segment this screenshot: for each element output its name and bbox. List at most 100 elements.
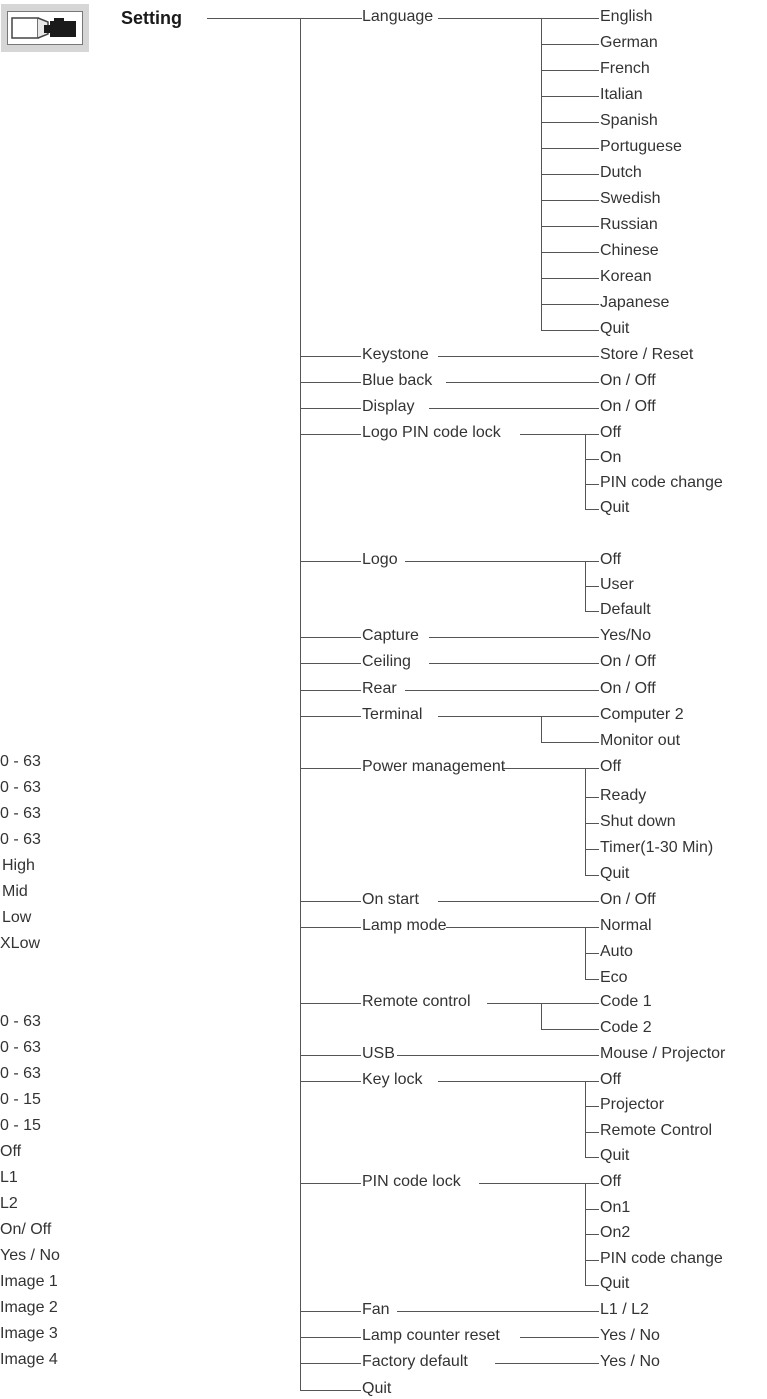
menu-item-pin-code-lock-option-off[interactable]: Off (600, 1173, 622, 1190)
left-column-value: 0 - 63 (0, 831, 41, 848)
menu-item-on-start-connector (300, 901, 361, 902)
menu-item-terminal-option-computer-2[interactable]: Computer 2 (600, 706, 684, 723)
menu-item-rear[interactable]: Rear (362, 680, 397, 697)
menu-item-on-start[interactable]: On start (362, 891, 419, 908)
menu-item-pin-code-lock-option-quit[interactable]: Quit (600, 1275, 630, 1292)
menu-item-capture[interactable]: Capture (362, 627, 419, 644)
menu-item-key-lock-option-projector[interactable]: Projector (600, 1096, 665, 1113)
menu-item-language-option-chinese[interactable]: Chinese (600, 242, 659, 259)
menu-item-terminal-option-monitor-out[interactable]: Monitor out (600, 732, 681, 749)
menu-item-fan-value: L1 / L2 (600, 1301, 649, 1318)
menu-item-power-management-option-ready[interactable]: Ready (600, 787, 647, 804)
menu-item-terminal[interactable]: Terminal (362, 706, 423, 723)
menu-item-language-option-german[interactable]: German (600, 34, 658, 51)
menu-item-logo-pin-code-lock-option-off[interactable]: Off (600, 424, 622, 441)
menu-item-language-option-french[interactable]: French (600, 60, 650, 77)
menu-item-capture-connector (300, 637, 361, 638)
menu-item-rear-value: On / Off (600, 680, 656, 697)
menu-item-display[interactable]: Display (362, 398, 415, 415)
menu-item-remote-control-option-connector (541, 1029, 599, 1030)
menu-item-key-lock-branch-connector (437, 1081, 585, 1082)
menu-item-lamp-mode-option-connector (585, 953, 599, 954)
menu-item-logo-pin-code-lock-branch-connector (519, 434, 585, 435)
menu-item-power-management-option-off[interactable]: Off (600, 758, 622, 775)
menu-item-blue-back[interactable]: Blue back (362, 372, 433, 389)
left-column-value: Image 3 (0, 1325, 58, 1342)
menu-item-power-management-option-connector (585, 875, 599, 876)
menu-item-factory-default[interactable]: Factory default (362, 1353, 468, 1370)
menu-item-language-option-connector (541, 304, 599, 305)
setting-title: Setting (121, 8, 182, 28)
menu-item-lamp-mode-option-eco[interactable]: Eco (600, 969, 628, 986)
menu-item-power-management-branch-line (585, 768, 586, 876)
menu-item-power-management-connector (300, 768, 361, 769)
menu-item-power-management-option-shut-down[interactable]: Shut down (600, 813, 676, 830)
menu-item-terminal-branch-connector (437, 716, 541, 717)
menu-item-pin-code-lock-option-pin-code-change[interactable]: PIN code change (600, 1250, 723, 1267)
menu-item-key-lock[interactable]: Key lock (362, 1071, 423, 1088)
menu-item-lamp-mode-option-auto[interactable]: Auto (600, 943, 633, 960)
menu-item-key-lock-option-remote-control[interactable]: Remote Control (600, 1122, 713, 1139)
menu-item-pin-code-lock[interactable]: PIN code lock (362, 1173, 461, 1190)
left-column-value: Yes / No (0, 1247, 60, 1264)
menu-item-factory-default-value-connector (495, 1363, 599, 1364)
menu-item-usb-value-connector (396, 1055, 599, 1056)
menu-item-usb[interactable]: USB (362, 1045, 395, 1062)
menu-item-logo-option-user[interactable]: User (600, 576, 634, 593)
menu-item-lamp-mode[interactable]: Lamp mode (362, 917, 447, 934)
menu-item-pin-code-lock-option-connector (585, 1209, 599, 1210)
menu-item-language-option-spanish[interactable]: Spanish (600, 112, 658, 129)
menu-item-logo-connector (300, 561, 361, 562)
menu-item-language-option-connector (541, 148, 599, 149)
menu-item-power-management[interactable]: Power management (362, 758, 506, 775)
menu-item-language-option-swedish[interactable]: Swedish (600, 190, 661, 207)
menu-item-key-lock-option-connector (585, 1081, 599, 1082)
menu-item-lamp-counter-reset[interactable]: Lamp counter reset (362, 1327, 500, 1344)
menu-item-language-option-russian[interactable]: Russian (600, 216, 658, 233)
menu-item-capture-value: Yes/No (600, 627, 651, 644)
menu-item-remote-control-option-code-1[interactable]: Code 1 (600, 993, 652, 1010)
menu-item-logo-option-default[interactable]: Default (600, 601, 651, 618)
menu-item-logo-pin-code-lock-option-pin-code-change[interactable]: PIN code change (600, 474, 723, 491)
left-column-value: Image 2 (0, 1299, 58, 1316)
menu-item-terminal-option-connector (541, 716, 599, 717)
menu-item-logo-branch-connector (404, 561, 585, 562)
left-column-value: Off (0, 1143, 22, 1160)
menu-item-language-option-italian[interactable]: Italian (600, 86, 643, 103)
menu-item-logo-option-off[interactable]: Off (600, 551, 622, 568)
menu-item-remote-control[interactable]: Remote control (362, 993, 471, 1010)
menu-item-logo-pin-code-lock-option-on[interactable]: On (600, 449, 622, 466)
menu-item-lamp-mode-option-normal[interactable]: Normal (600, 917, 652, 934)
menu-item-power-management-option-timer-1-30-min[interactable]: Timer(1-30 Min) (600, 839, 714, 856)
left-column-value: Mid (2, 883, 28, 900)
left-column-value: Image 1 (0, 1273, 58, 1290)
menu-item-key-lock-option-quit[interactable]: Quit (600, 1147, 630, 1164)
menu-item-logo-pin-code-lock[interactable]: Logo PIN code lock (362, 424, 501, 441)
left-column-value: Low (2, 909, 32, 926)
menu-item-key-lock-option-off[interactable]: Off (600, 1071, 622, 1088)
menu-item-language-option-japanese[interactable]: Japanese (600, 294, 670, 311)
menu-item-language-option-connector (541, 174, 599, 175)
menu-item-power-management-option-quit[interactable]: Quit (600, 865, 630, 882)
menu-item-language-option-dutch[interactable]: Dutch (600, 164, 642, 181)
menu-item-logo[interactable]: Logo (362, 551, 398, 568)
menu-item-language-option-korean[interactable]: Korean (600, 268, 652, 285)
menu-item-logo-pin-code-lock-option-quit[interactable]: Quit (600, 499, 630, 516)
menu-item-ceiling[interactable]: Ceiling (362, 653, 411, 670)
menu-item-lamp-mode-branch-connector (445, 927, 585, 928)
menu-item-remote-control-option-code-2[interactable]: Code 2 (600, 1019, 652, 1036)
menu-item-language-option-portuguese[interactable]: Portuguese (600, 138, 682, 155)
menu-item-fan[interactable]: Fan (362, 1301, 390, 1318)
left-column-value: 0 - 63 (0, 1039, 41, 1056)
left-column-value: L2 (0, 1195, 18, 1212)
left-column-value: Image 4 (0, 1351, 58, 1368)
menu-item-power-management-option-connector (585, 823, 599, 824)
menu-item-language-option-quit[interactable]: Quit (600, 320, 630, 337)
menu-item-pin-code-lock-option-on1[interactable]: On1 (600, 1199, 631, 1216)
menu-item-pin-code-lock-option-on2[interactable]: On2 (600, 1224, 631, 1241)
setting-menu-icon-tile (1, 4, 89, 52)
menu-item-quit[interactable]: Quit (362, 1380, 392, 1397)
menu-item-keystone[interactable]: Keystone (362, 346, 429, 363)
menu-item-language[interactable]: Language (362, 8, 434, 25)
menu-item-language-option-english[interactable]: English (600, 8, 653, 25)
